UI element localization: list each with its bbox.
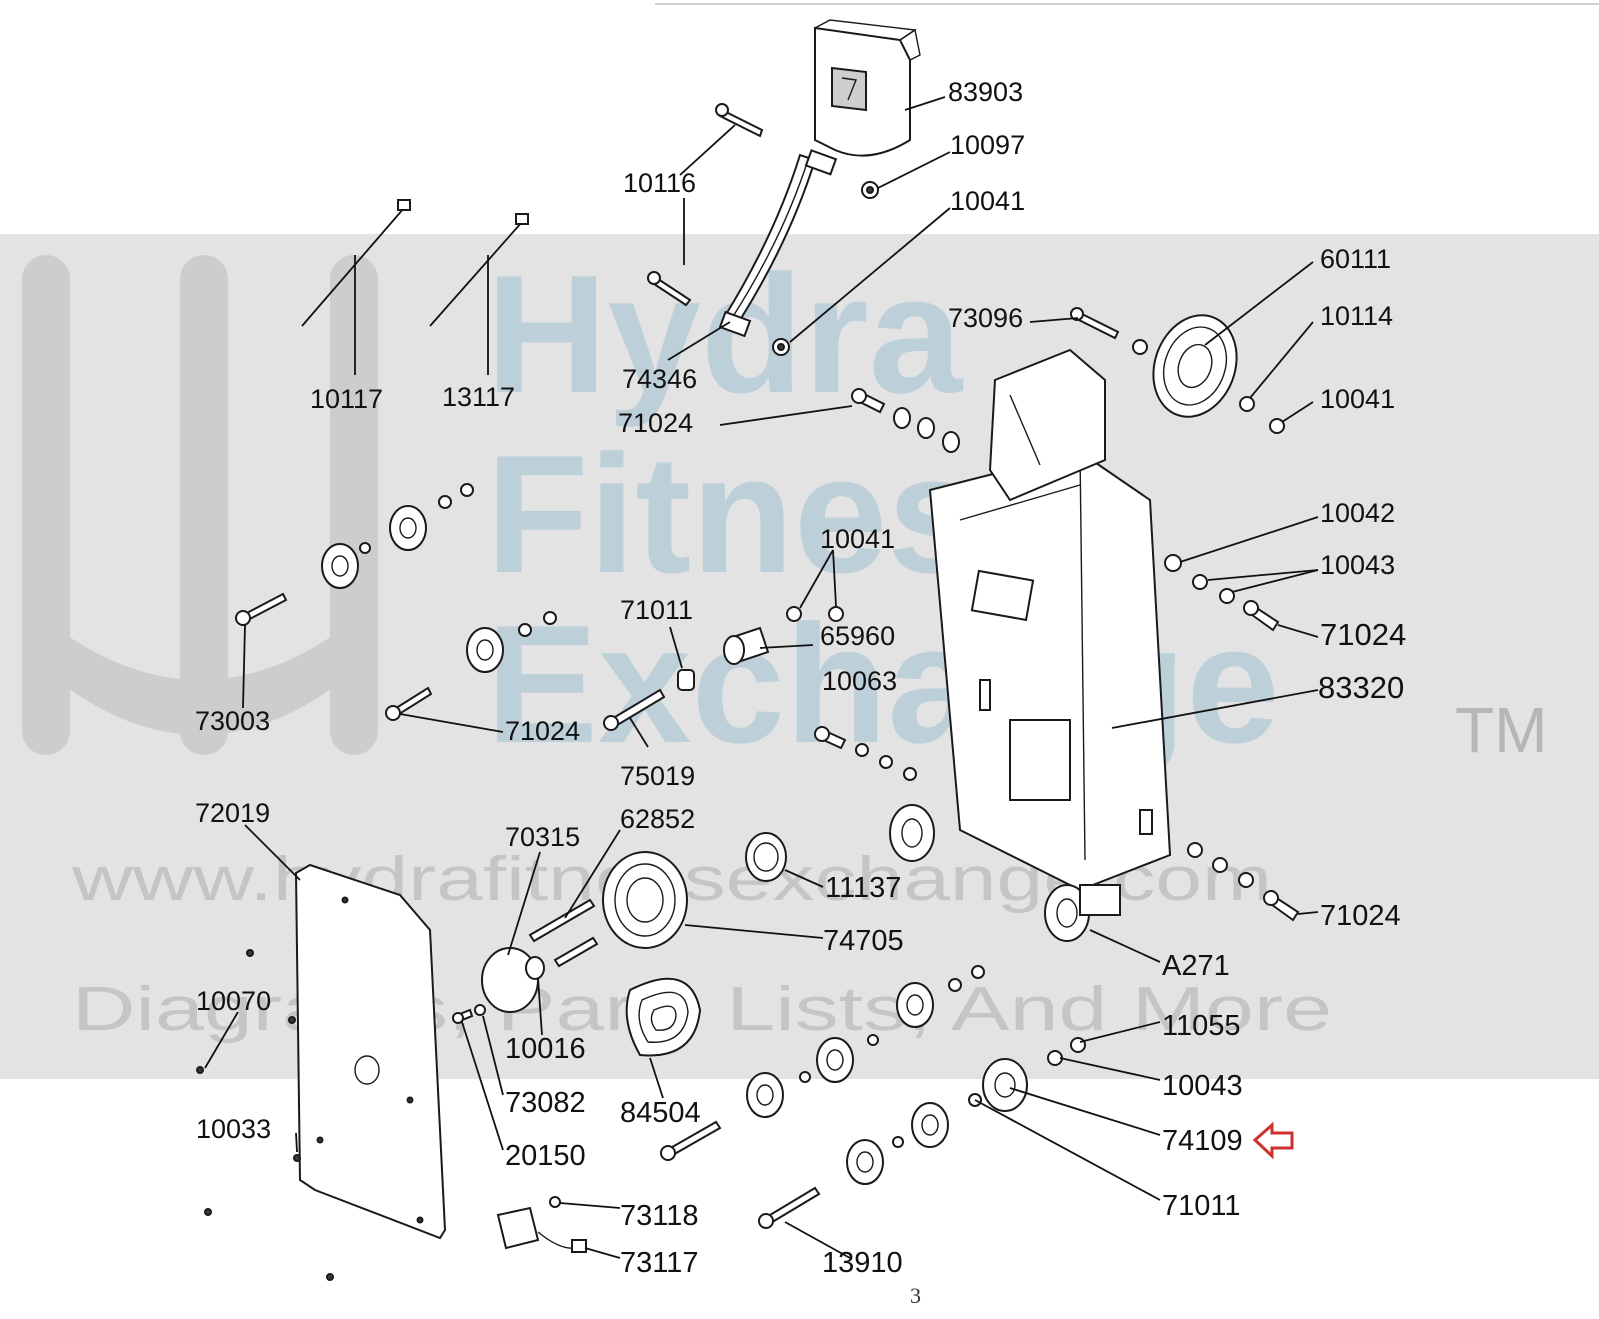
callout-10041: 10041 (820, 524, 895, 554)
part-74346-arm (718, 149, 838, 338)
parts (196, 19, 1300, 1281)
highlight-arrow-icon (1252, 1121, 1294, 1160)
callout-65960: 65960 (820, 621, 895, 651)
callout-72019: 72019 (195, 798, 270, 828)
callout-10070: 10070 (196, 986, 271, 1016)
part-73096-bolt (1070, 307, 1120, 340)
callout-11137: 11137 (825, 872, 901, 904)
part-cable-ties (301, 199, 529, 327)
part-lower-pulleys (660, 965, 1086, 1229)
callout-10117: 10117 (310, 384, 383, 414)
callout-13117: 13117 (442, 382, 515, 412)
watermark: Hydra Fitness Exchange TM www.hydrafitne… (0, 234, 1599, 1079)
callout-74109: 74109 (1162, 1125, 1243, 1157)
callout-62852: 62852 (620, 804, 695, 834)
callout-labels: 83903 10097 10116 10041 60111 73096 1011… (195, 77, 1406, 1279)
watermark-trademark: TM (1455, 694, 1547, 766)
callout-83903: 83903 (948, 77, 1023, 107)
part-72019-cover (294, 863, 447, 1240)
watermark-band (0, 234, 1599, 1079)
callout-73082: 73082 (505, 1087, 586, 1119)
callout-10116: 10116 (623, 168, 696, 198)
callout-60111: 60111 (1320, 244, 1391, 274)
page-number: 3 (910, 1283, 921, 1308)
part-small-screws (196, 949, 334, 1281)
callout-71024: 71024 (1320, 900, 1401, 932)
callout-10043: 10043 (1320, 550, 1395, 580)
callout-74346: 74346 (622, 364, 697, 394)
callout-10114: 10114 (1320, 301, 1393, 331)
callout-71024: 71024 (505, 716, 580, 746)
watermark-tagline: Diagrams, Parts Lists, And More (72, 975, 1332, 1044)
part-71024-top (851, 388, 960, 453)
part-60111-pulley (1152, 314, 1238, 418)
callout-A271: A271 (1162, 950, 1230, 982)
callout-75019: 75019 (620, 761, 695, 791)
callout-70315: 70315 (505, 822, 580, 852)
part-84504-coil-spring (625, 977, 702, 1057)
leader-lines (204, 96, 1319, 1259)
callout-10042: 10042 (1320, 498, 1395, 528)
callout-71011: 71011 (620, 595, 693, 625)
part-A271-wheels (889, 804, 1121, 942)
callout-71024: 71024 (618, 408, 693, 438)
callout-10033: 10033 (196, 1114, 271, 1144)
watermark-logo-icon (22, 255, 378, 755)
callout-10043: 10043 (1162, 1070, 1243, 1102)
part-83903-housing (814, 19, 921, 157)
part-83320-frame (928, 348, 1172, 892)
part-nuts (772, 181, 1285, 622)
callout-10016: 10016 (505, 1033, 586, 1065)
callout-73096: 73096 (948, 303, 1023, 333)
callout-10063: 10063 (822, 666, 897, 696)
callout-10041: 10041 (950, 186, 1025, 216)
callout-84504: 84504 (620, 1097, 701, 1129)
callout-11055: 11055 (1162, 1010, 1241, 1042)
callout-71024: 71024 (1320, 617, 1406, 652)
callout-20150: 20150 (505, 1140, 586, 1172)
callout-83320: 83320 (1318, 670, 1404, 705)
part-middle-hardware (603, 626, 917, 781)
callout-71011: 71011 (1162, 1190, 1241, 1222)
part-74705-spring-drum (602, 832, 787, 949)
callout-13910: 13910 (822, 1247, 903, 1279)
part-left-pulleys (235, 483, 557, 721)
callout-10097: 10097 (950, 130, 1025, 160)
callout-74705: 74705 (823, 925, 904, 957)
watermark-brand-line-1: Hydra (486, 240, 964, 428)
part-73117-switch (496, 1196, 587, 1253)
part-10116-pins (647, 103, 764, 307)
callout-73003: 73003 (195, 706, 270, 736)
callout-10041: 10041 (1320, 384, 1395, 414)
callout-73118: 73118 (620, 1200, 699, 1232)
part-71024-right (1187, 600, 1300, 922)
callout-73117: 73117 (620, 1247, 699, 1279)
